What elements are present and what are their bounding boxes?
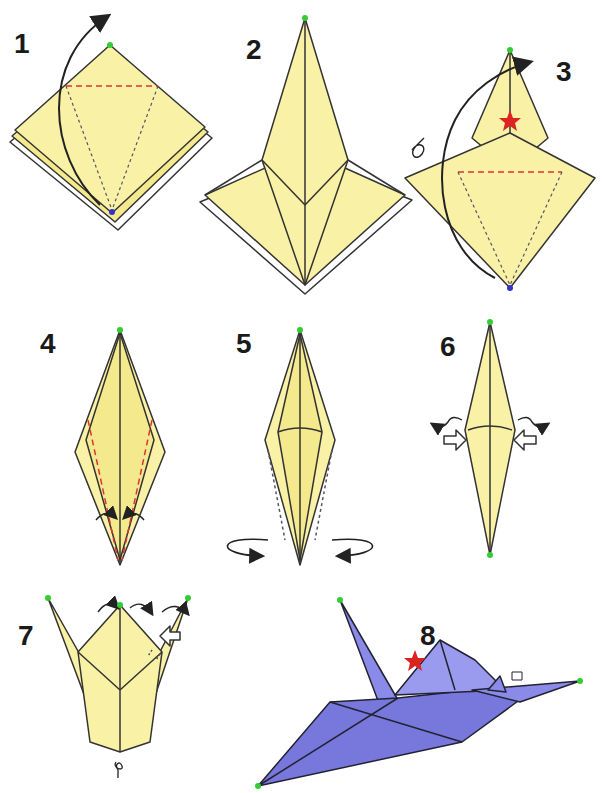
step5-figure bbox=[227, 327, 372, 565]
step-number: 6 bbox=[440, 333, 456, 361]
step-number: 8 bbox=[420, 622, 436, 650]
step-number: 5 bbox=[236, 330, 252, 358]
step6-figure bbox=[432, 319, 548, 558]
step3-figure bbox=[405, 47, 595, 291]
step4-figure bbox=[75, 327, 165, 565]
step2-figure bbox=[200, 15, 412, 294]
step-number: 7 bbox=[18, 622, 34, 650]
step7-figure bbox=[45, 595, 191, 778]
step-number: 4 bbox=[40, 330, 56, 358]
step-number: 1 bbox=[14, 30, 30, 58]
step-number: 2 bbox=[246, 36, 262, 64]
step-number: 3 bbox=[556, 58, 572, 86]
step8-crane bbox=[255, 597, 583, 789]
step1-figure bbox=[10, 16, 212, 230]
